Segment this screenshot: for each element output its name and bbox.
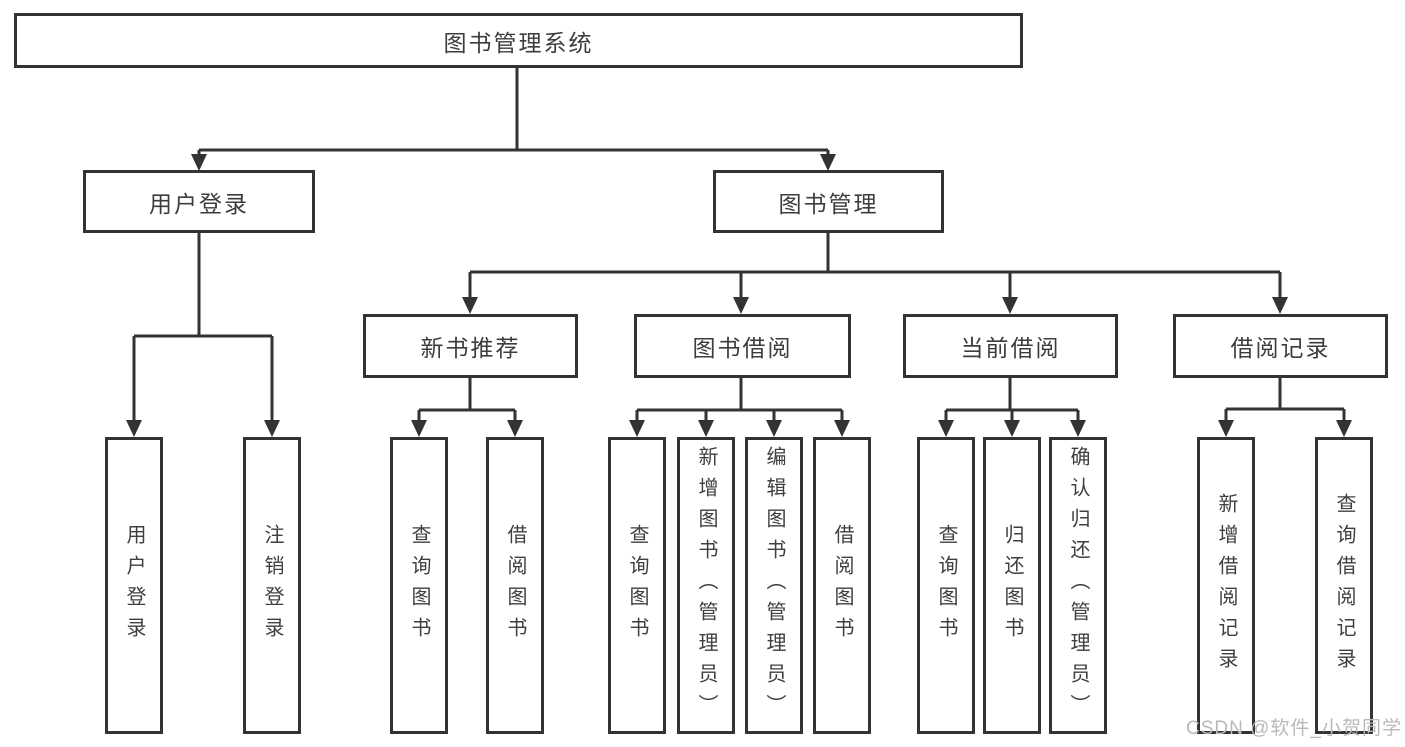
leaf-newbook-query-label: 查询图书 [408, 523, 430, 648]
arrow-down-icon [1218, 420, 1234, 437]
leaf-borrow-add-admin: 新增图书（管理员） [677, 437, 735, 734]
node-user-login-label: 用户登录 [149, 190, 249, 217]
node-borrow-record-label: 借阅记录 [1230, 335, 1331, 361]
node-book-borrow: 图书借阅 [634, 314, 851, 378]
leaf-current-query: 查询图书 [917, 437, 975, 734]
arrow-down-icon [766, 420, 782, 437]
leaf-record-add-label: 新增借阅记录 [1215, 492, 1237, 679]
leaf-borrow-add-admin-label: 新增图书（管理员） [695, 446, 717, 725]
leaf-user-login: 用户登录 [105, 437, 163, 734]
leaf-record-query-label: 查询借阅记录 [1333, 492, 1355, 679]
arrow-down-icon [462, 297, 478, 314]
leaf-current-query-label: 查询图书 [935, 523, 957, 648]
arrow-down-icon [191, 154, 207, 171]
arrow-down-icon [1070, 420, 1086, 437]
arrow-down-icon [264, 420, 280, 437]
leaf-borrow-edit-admin: 编辑图书（管理员） [745, 437, 803, 734]
leaf-borrow-borrow-label: 借阅图书 [831, 523, 853, 648]
arrow-down-icon [411, 420, 427, 437]
connector-current-borrow [938, 378, 1086, 437]
leaf-borrow-borrow: 借阅图书 [813, 437, 871, 734]
arrow-down-icon [1004, 420, 1020, 437]
node-root-label: 图书管理系统 [443, 29, 594, 56]
arrow-down-icon [820, 154, 836, 171]
leaf-logout-label: 注销登录 [261, 523, 283, 648]
node-book-mgmt: 图书管理 [713, 170, 944, 233]
connector-book-mgmt [462, 233, 1288, 314]
leaf-record-add: 新增借阅记录 [1197, 437, 1255, 734]
connector-root [191, 68, 836, 171]
connector-book-borrow [629, 378, 850, 437]
arrow-down-icon [1002, 297, 1018, 314]
arrow-down-icon [126, 420, 142, 437]
node-current-borrow: 当前借阅 [903, 314, 1118, 378]
arrow-down-icon [1336, 420, 1352, 437]
node-root: 图书管理系统 [14, 13, 1023, 68]
leaf-current-confirm-admin: 确认归还（管理员） [1049, 437, 1107, 734]
leaf-borrow-edit-admin-label: 编辑图书（管理员） [763, 446, 785, 725]
leaf-current-return: 归还图书 [983, 437, 1041, 734]
leaf-borrow-query-label: 查询图书 [626, 523, 648, 648]
node-new-book-rec: 新书推荐 [363, 314, 578, 378]
arrow-down-icon [938, 420, 954, 437]
leaf-record-query: 查询借阅记录 [1315, 437, 1373, 734]
node-borrow-record: 借阅记录 [1173, 314, 1388, 378]
node-new-book-rec-label: 新书推荐 [420, 335, 521, 361]
arrow-down-icon [698, 420, 714, 437]
arrow-down-icon [733, 297, 749, 314]
leaf-current-return-label: 归还图书 [1001, 523, 1023, 648]
node-book-mgmt-label: 图书管理 [778, 190, 879, 217]
arrow-down-icon [834, 420, 850, 437]
connector-new-book-rec [411, 378, 523, 437]
leaf-newbook-borrow-label: 借阅图书 [504, 523, 526, 648]
leaf-newbook-borrow: 借阅图书 [486, 437, 544, 734]
leaf-newbook-query: 查询图书 [390, 437, 448, 734]
arrow-down-icon [507, 420, 523, 437]
arrow-down-icon [1272, 297, 1288, 314]
leaf-logout: 注销登录 [243, 437, 301, 734]
csdn-watermark: CSDN @软件_小贺同学 [1186, 718, 1402, 739]
leaf-borrow-query: 查询图书 [608, 437, 666, 734]
connector-user-login [126, 233, 280, 437]
connector-borrow-record [1218, 378, 1352, 437]
leaf-user-login-label: 用户登录 [123, 523, 145, 648]
node-book-borrow-label: 图书借阅 [692, 335, 793, 361]
leaf-current-confirm-admin-label: 确认归还（管理员） [1067, 446, 1089, 725]
node-user-login: 用户登录 [83, 170, 315, 233]
arrow-down-icon [629, 420, 645, 437]
node-current-borrow-label: 当前借阅 [960, 335, 1061, 361]
